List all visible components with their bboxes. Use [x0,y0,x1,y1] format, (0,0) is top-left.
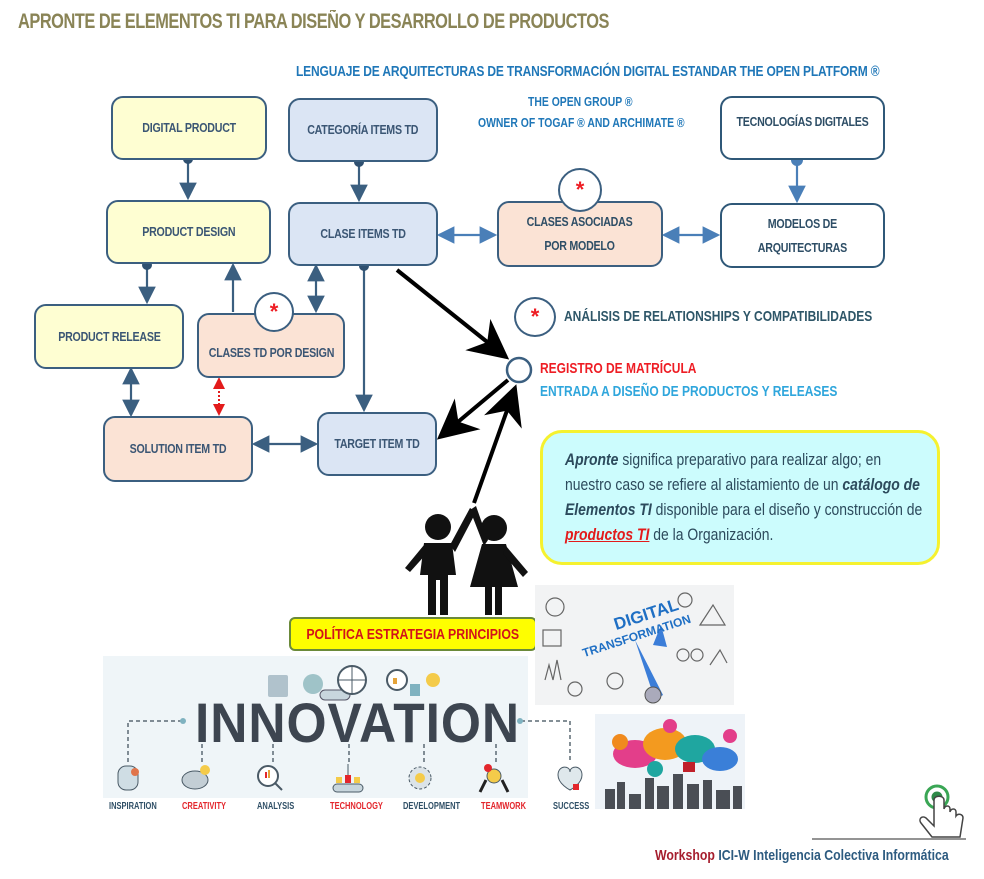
node-digital-product[interactable]: DIGITAL PRODUCT [111,96,267,160]
node-solution-item[interactable]: SOLUTION ITEM TD [103,416,253,482]
callout-text-part: disponible para el diseño y construcción… [651,500,923,519]
legend-star-badge: * [514,297,556,337]
asterisk-icon: * [575,177,585,202]
togaf-archimate-label: OWNER OF TOGAF ® AND ARCHIMATE ® [478,115,685,130]
node-label: SOLUTION ITEM TD [129,441,227,456]
callout-text-part: de la Organización. [649,525,774,544]
subtitle: LENGUAJE DE ARQUITECTURAS DE TRANSFORMAC… [296,63,880,80]
callout-term-apronte: Apronte [565,450,619,469]
legend-analisis: ANÁLISIS DE RELATIONSHIPS Y COMPATIBILID… [564,308,873,325]
teamwork-icon [478,764,510,793]
node-label: CLASES TD POR DESIGN [208,344,334,360]
innovation-top-icons [268,665,440,701]
innovation-step-development: DEVELOPMENT [403,801,461,812]
callout-text: Apronte significa preparativo para reali… [565,447,926,547]
asterisk-icon: * [269,299,279,324]
footer-code: ICI-W [718,847,750,864]
arrow-people-to-registro [472,384,522,504]
innovation-step-analysis: ANALYSIS [257,801,295,812]
page-title: APRONTE DE ELEMENTOS TI PARA DISEÑO Y DE… [18,10,609,33]
callout-text-part: significa preparativo para realizar algo… [565,450,882,494]
innovation-step-creativity: CREATIVITY [182,801,227,812]
digital-transformation-sketch [542,592,728,704]
asterisk-icon: * [530,304,540,329]
digital-transformation-image: DIGITAL TRANSFORMATION [535,585,734,705]
node-label: CLASE ITEMS TD [320,226,406,241]
footer-name: Inteligencia Colectiva Informática [753,847,949,864]
node-label-line: POR MODELO [544,238,616,253]
node-target-item[interactable]: TARGET ITEM TD [317,412,437,476]
creativity-icon [181,765,210,790]
node-categoria-items[interactable]: CATEGORÍA ITEMS TD [288,98,438,162]
node-modelos-arquitecturas[interactable]: MODELOS DE ARQUITECTURAS [720,203,885,268]
innovation-step-success: SUCCESS [553,801,590,812]
node-tecnologias-digitales[interactable]: TECNOLOGÍAS DIGITALES [720,96,885,160]
innovation-step-icons [117,764,583,793]
success-icon [557,766,583,791]
inspiration-icon [117,765,139,791]
callout-term-productos: productos TI [565,525,650,544]
innovation-step-inspiration: INSPIRATION [109,801,157,812]
footer-credit: Workshop ICI-W Inteligencia Colectiva In… [655,847,949,864]
node-product-design[interactable]: PRODUCT DESIGN [106,200,271,264]
node-product-release[interactable]: PRODUCT RELEASE [34,304,184,369]
legend-registro: REGISTRO DE MATRÍCULA [540,360,697,377]
legend-entrada: ENTRADA A DISEÑO DE PRODUCTOS Y RELEASES [540,383,838,400]
open-group-label: THE OPEN GROUP ® [528,94,633,109]
footer-workshop: Workshop [655,847,715,864]
touch-hand-icon [919,784,964,838]
arrow-clase-to-registro [395,268,510,360]
node-label-line: CLASES ASOCIADAS [527,214,633,229]
node-label: DIGITAL PRODUCT [142,120,236,135]
node-clase-items[interactable]: CLASE ITEMS TD [288,202,438,266]
innovation-step-technology: TECHNOLOGY [330,801,383,812]
callout-term-catalogo: catálogo de Elementos TI [565,475,920,519]
node-label-line: MODELOS DE [767,215,838,231]
node-label: PRODUCT DESIGN [141,224,236,239]
technology-icon [332,764,364,793]
node-label: MODELOS DE ARQUITECTURAS [758,212,847,260]
analysis-icon [257,765,283,791]
innovation-title: INNOVATION [195,691,520,754]
apronte-callout: Apronte significa preparativo para reali… [540,430,940,565]
analysis-star-badge: * [254,292,294,332]
digital-cloud-city-image [595,714,745,809]
node-label: PRODUCT RELEASE [57,328,161,344]
registro-circle [505,356,533,384]
node-label: TARGET ITEM TD [334,436,420,451]
node-label: TECNOLOGÍAS DIGITALES [736,114,869,129]
cloud-city-graphic [605,719,742,809]
node-label: CATEGORÍA ITEMS TD [307,122,419,137]
analysis-star-badge: * [558,168,602,212]
innovation-step-teamwork: TEAMWORK [481,801,526,812]
politica-label: POLÍTICA ESTRATEGIA PRINCIPIOS [306,625,520,643]
politica-banner: POLÍTICA ESTRATEGIA PRINCIPIOS [289,617,537,651]
node-label-line: ARQUITECTURAS [757,239,848,255]
node-label: CLASES ASOCIADAS POR MODELO [527,210,633,258]
development-icon [408,766,432,790]
